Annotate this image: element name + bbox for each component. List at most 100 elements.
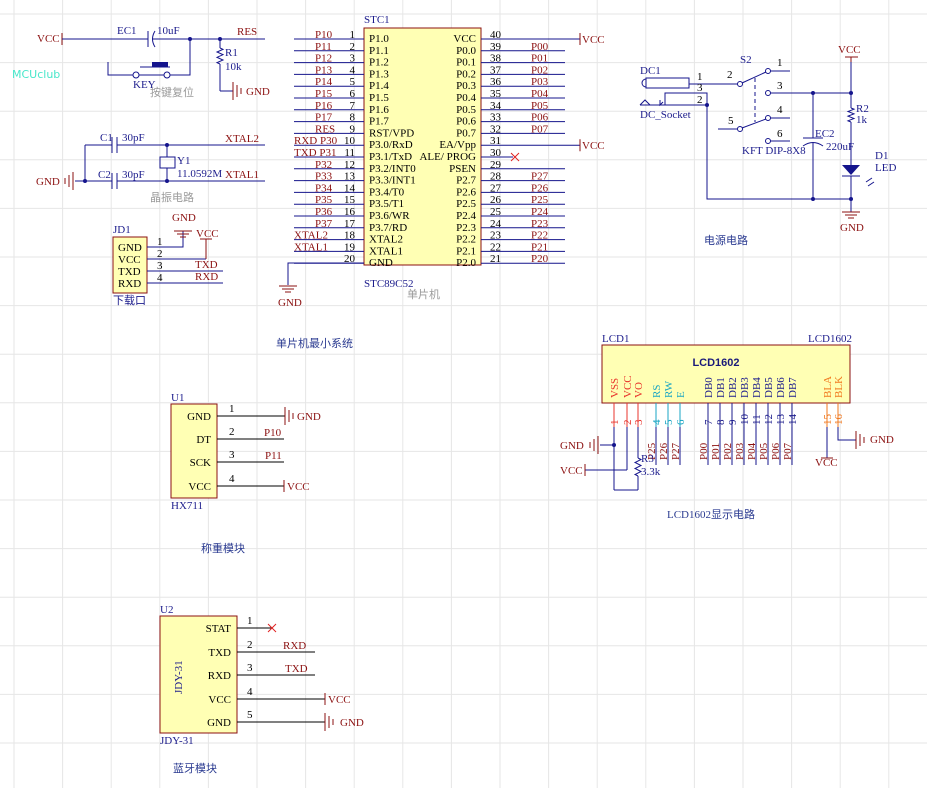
pin-name: DB5 (763, 377, 775, 398)
resistor-icon (215, 47, 225, 65)
net-label: P32 (315, 159, 332, 171)
pin-name: P1.5 (369, 92, 389, 104)
pin-name: P0.7 (456, 127, 476, 139)
net-label: P10 (264, 427, 282, 439)
ref-label: D1 (875, 150, 888, 162)
pin-number: 2 (247, 639, 253, 651)
pin-number: 4 (247, 686, 253, 698)
net-label: P21 (531, 241, 548, 253)
pin-name: BLK (833, 376, 845, 398)
ref-label: EC2 (815, 128, 835, 140)
net-label-vcc: VCC (328, 694, 351, 706)
part-label: JDY-31 (160, 735, 194, 747)
pin-name: P2.4 (456, 210, 476, 222)
pin-number: 7 (350, 100, 356, 112)
value-label: LED (875, 162, 896, 174)
pin-number: 4 (229, 473, 235, 485)
pin-name: DB1 (715, 377, 727, 398)
pin-name: P1.4 (369, 80, 389, 92)
net-label: TXD P31 (294, 147, 336, 159)
net-label: P27 (670, 442, 682, 460)
pin-number: 2 (157, 248, 163, 260)
net-label-vcc: VCC (287, 481, 310, 493)
junction-dot (83, 179, 87, 183)
net-label: P04 (531, 88, 549, 100)
net-label-vcc: VCC (37, 33, 60, 45)
pin-name: DT (196, 434, 211, 446)
lcd-body (601, 344, 851, 404)
pin-name: P3.0/RxD (369, 139, 413, 151)
switch-contact-icon (765, 90, 771, 96)
switch-contact-icon (765, 138, 771, 144)
net-label: TXD (195, 259, 218, 271)
pin-name: P0.1 (456, 57, 476, 69)
pin-number: 1 (157, 236, 163, 248)
net-label: P25 (531, 194, 549, 206)
ref-label: R1 (225, 47, 238, 59)
pin-name: P3.1/TxD (369, 151, 412, 163)
pin-name: ALE/ PROG (419, 151, 476, 163)
pin-name: XTAL2 (369, 234, 403, 246)
pin-number: 3 (229, 449, 235, 461)
net-label: P02 (722, 443, 734, 460)
led-light-icon (865, 177, 873, 183)
pin-name: XTAL1 (369, 245, 403, 257)
net-label: P02 (531, 64, 548, 76)
resistor-icon (846, 107, 856, 123)
wire (147, 231, 184, 248)
pin-name: P2.5 (456, 198, 476, 210)
pin-number: 1 (247, 615, 253, 627)
pin-number: 27 (490, 182, 502, 194)
net-label-gnd: GND (36, 176, 60, 188)
pin-name: P0.0 (456, 45, 476, 57)
pin-number: 12 (344, 159, 355, 171)
pin-name: P1.7 (369, 116, 389, 128)
junction-dot (811, 197, 815, 201)
pin-number: 16 (833, 414, 845, 426)
value-label: 30pF (122, 132, 145, 144)
wire (107, 39, 191, 76)
led-icon (842, 165, 860, 175)
caption: 按键复位 (150, 85, 194, 99)
pin-number: 3 (247, 662, 253, 674)
net-label: P11 (265, 450, 282, 462)
pin-name: RXD (208, 670, 231, 682)
dc-socket-icon (659, 100, 664, 107)
pin-name: P1.6 (369, 104, 389, 116)
net-label: P07 (531, 123, 549, 135)
ref-label: LCD1 (602, 333, 630, 345)
pin-name: VCC (453, 33, 476, 45)
dc-socket-icon (641, 78, 647, 88)
pin-number: 1 (777, 57, 783, 69)
pin-number: 11 (751, 414, 763, 425)
value-label: 11.0592M (177, 168, 222, 180)
wire (664, 92, 851, 200)
pin-number: 38 (490, 53, 502, 65)
switch-lever-icon (741, 118, 767, 129)
pin-number: 9 (727, 419, 739, 425)
body-label: JDY-31 (173, 660, 185, 694)
pin-number: 3 (157, 260, 163, 272)
pin-name: P0.4 (456, 92, 476, 104)
net-label: P05 (758, 442, 770, 460)
ref-label: R3 (641, 453, 654, 465)
pin-name: GND (207, 717, 231, 729)
button-icon (132, 71, 140, 79)
pin-number: 21 (490, 253, 501, 265)
pin-name: P3.4/T0 (369, 186, 405, 198)
pin-name: PSEN (449, 163, 476, 175)
net-label: P16 (315, 100, 333, 112)
pin-number: 23 (490, 230, 502, 242)
pin-name: VCC (118, 254, 141, 266)
pin-number: 26 (490, 194, 502, 206)
net-label: P13 (315, 64, 333, 76)
net-label: P35 (315, 194, 333, 206)
pin-number: 13 (775, 414, 787, 426)
part-label: DC_Socket (640, 109, 691, 121)
ref-label: S2 (740, 54, 752, 66)
switch-contact-icon (737, 81, 743, 87)
pin-number: 3 (633, 419, 645, 425)
ref-label: U1 (171, 392, 184, 404)
ref-label: KEY (133, 79, 156, 91)
net-label: XTAL1 (225, 169, 259, 181)
